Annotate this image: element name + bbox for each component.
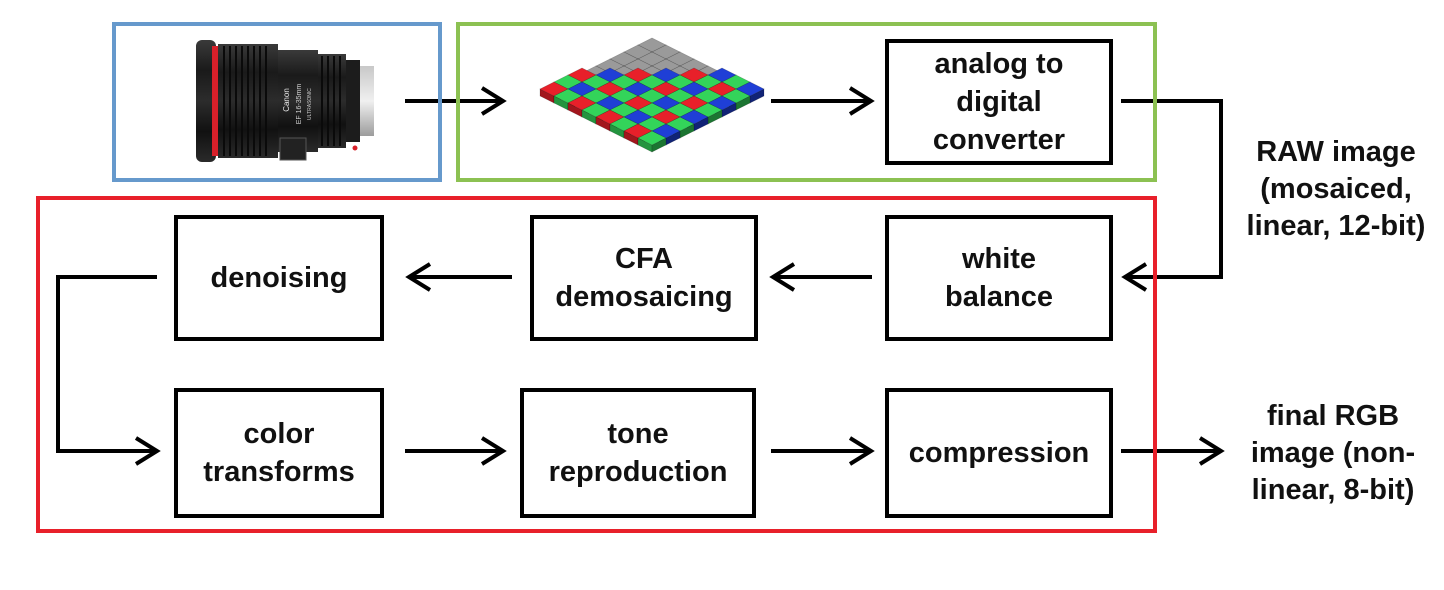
denoising-block: denoising [174,215,384,341]
lens-model-text: EF 16-35mm [296,84,303,125]
bayer-sensor-icon [539,37,765,153]
white-balance-block: white balance [885,215,1113,341]
arrow-color-to-tone [405,436,507,466]
final-image-label: final RGB image (non- linear, 8-bit) [1250,400,1416,506]
adc-block: analog to digital converter [885,39,1113,165]
lens-brand-text: Canon [282,88,291,112]
raw-image-label: RAW image (mosaiced, linear, 12-bit) [1246,136,1426,242]
color-transforms-block: color transforms [174,388,384,518]
cfa-demosaicing-block: CFA demosaicing [530,215,758,341]
arrow-tone-to-compression [771,436,875,466]
optics-group-box [112,22,442,182]
arrow-cfa-to-denoising [405,262,512,292]
compression-block: compression [885,388,1113,518]
tone-reproduction-block: tone reproduction [520,388,756,518]
camera-lens-icon [196,40,374,162]
lens-barrel-text: ULTRASONIC [307,88,313,120]
arrow-wb-to-cfa [769,262,872,292]
isp-group-box [36,196,1157,533]
arrow-denoising-to-color [56,275,161,466]
sensor-group-box [456,22,1157,182]
arrow-sensor-to-adc [771,86,875,116]
arrow-compression-to-output [1121,436,1225,466]
arrow-lens-to-sensor [405,86,507,116]
arrow-adc-to-white-balance [1121,99,1223,292]
